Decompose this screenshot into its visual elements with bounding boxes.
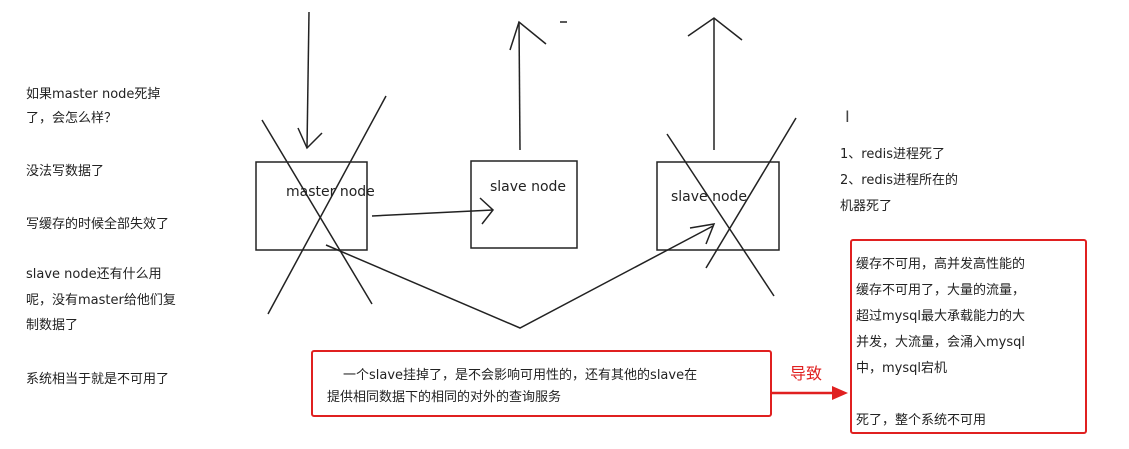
cause-arrow [772,386,848,400]
left-note-question-2-line-3: 制数据了 [26,318,79,333]
read-arrow-up-2 [687,17,743,150]
replication-path-v [325,223,716,329]
left-note-answer-1: 没法写数据了 [26,164,105,179]
right-note-line-3: 机器死了 [840,199,893,214]
left-note-answer-2: 写缓存的时候全部失效了 [26,217,170,232]
right-note-line-1: 1、redis进程死了 [840,147,945,162]
slave-node-label-1: slave node [490,179,567,195]
slave-failure-note-line-2: 提供相同数据下的相同的对外的查询服务 [327,390,562,405]
consequence-line-2: 缓存不可用了，大量的流量， [856,283,1026,298]
master-cross-mark [261,95,387,315]
master-node-label: master node [286,184,375,200]
left-note-question-1-line-2: 了，会怎么样？ [26,111,118,126]
left-note-question-1-line-1: 如果master node死掉 [26,87,161,102]
replication-arrow [371,197,495,225]
slave-node-box-1 [470,160,578,249]
read-arrow-up-1 [509,20,547,151]
left-note-answer-3: 系统相当于就是不可用了 [26,372,170,387]
consequence-line-4: 并发，大流量，会涌入mysql [856,335,1025,350]
slave-node-label-2: slave node [671,189,748,205]
slave-failure-note-line-1: 一个slave挂掉了，是不会影响可用性的，还有其他的slave在 [343,368,698,383]
write-arrow-down [297,11,323,150]
master-failure-consequence-box: 缓存不可用，高并发高性能的 缓存不可用了，大量的流量， 超过mysql最大承载能… [850,239,1087,434]
consequence-line-1: 缓存不可用，高并发高性能的 [856,257,1026,272]
left-note-question-2-line-1: slave node还有什么用 [26,267,162,282]
consequence-line-6: 死了，整个系统不可用 [856,413,987,428]
slave-cross-mark [666,117,797,297]
master-node-box [255,161,368,251]
text-cursor-icon: I [845,107,850,126]
consequence-line-3: 超过mysql最大承载能力的大 [856,309,1025,324]
right-note-line-2: 2、redis进程所在的 [840,173,958,188]
slave-failure-note-box: 一个slave挂掉了，是不会影响可用性的，还有其他的slave在 提供相同数据下… [311,350,772,417]
left-note-question-2-line-2: 呢，没有master给他们复 [26,293,176,308]
consequence-line-5: 中，mysql宕机 [856,361,947,376]
slave-node-box-2 [656,161,780,251]
cause-label: 导致 [790,364,823,383]
